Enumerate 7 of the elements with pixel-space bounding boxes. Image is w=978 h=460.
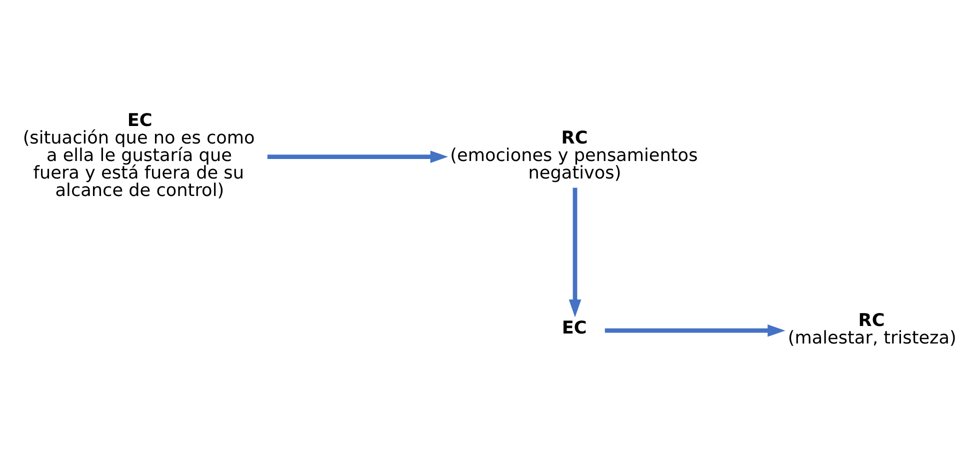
arrow [266, 150, 448, 162]
arrow [568, 187, 581, 317]
arrow [604, 324, 785, 336]
node-text: RC (emociones y pensamientos negativos) [450, 128, 698, 184]
node-text: EC (situación que no es como a ella le gustaría que fuera y está fuera de su alcance de control) [22, 110, 254, 201]
node-text: RC (malestar, tristeza) [787, 310, 956, 348]
node-text: EC [561, 318, 586, 338]
